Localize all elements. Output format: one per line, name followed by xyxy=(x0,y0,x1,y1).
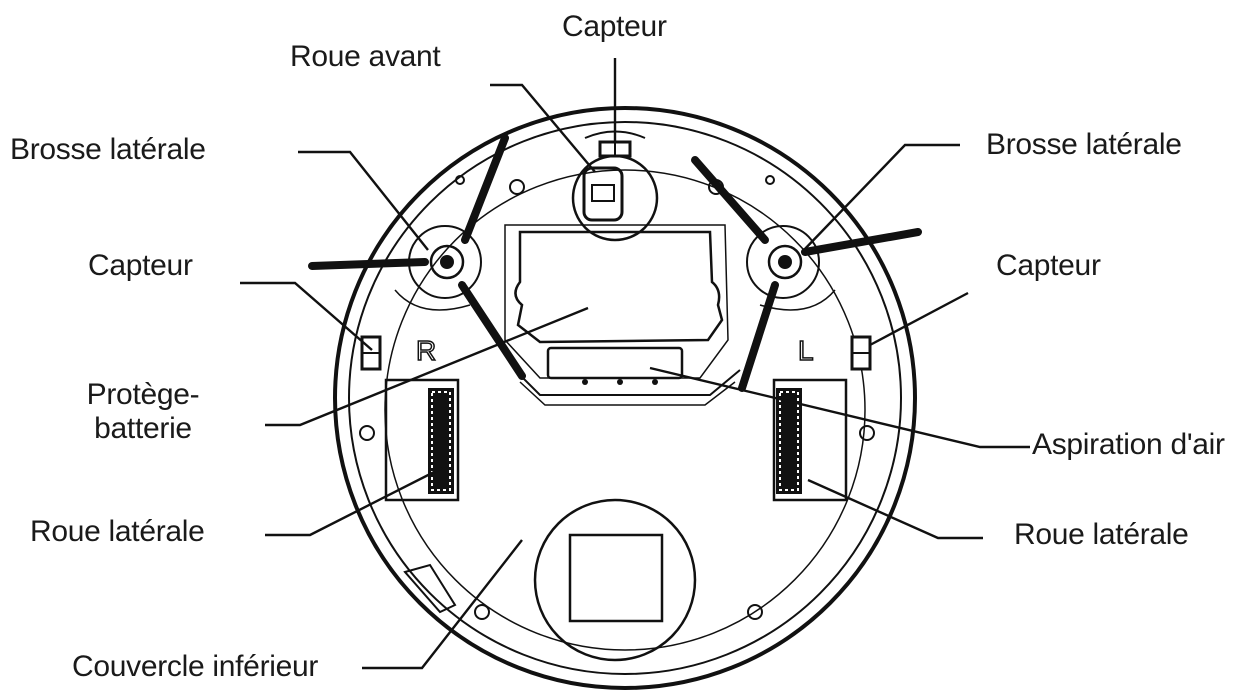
battery-compartment xyxy=(504,224,729,379)
marking-r: R xyxy=(416,335,436,366)
label-protege-batterie: Protège- batterie xyxy=(68,378,218,446)
label-brosse-laterale-right: Brosse latérale xyxy=(986,128,1182,161)
label-brosse-laterale-left: Brosse latérale xyxy=(10,133,206,166)
bottom-cover xyxy=(403,498,697,662)
right-wheel-R: R xyxy=(384,334,460,502)
right-side-brush xyxy=(691,156,922,392)
label-roue-avant: Roue avant xyxy=(290,40,441,73)
screws xyxy=(359,175,875,620)
marking-l: L xyxy=(798,335,814,366)
label-capteur-left: Capteur xyxy=(88,249,193,282)
leader-lines xyxy=(240,58,1030,670)
front-wheel xyxy=(571,154,659,242)
label-capteur-top: Capteur xyxy=(562,10,667,43)
label-aspiration-air: Aspiration d'air xyxy=(1032,428,1225,461)
air-intake xyxy=(514,346,741,406)
left-side-sensor xyxy=(360,335,382,371)
right-side-sensor xyxy=(850,335,872,371)
label-protege-line2: batterie xyxy=(94,412,192,445)
label-roue-laterale-right: Roue latérale xyxy=(1014,518,1189,551)
label-roue-laterale-left: Roue latérale xyxy=(30,515,205,548)
label-couvercle-inferieur: Couvercle inférieur xyxy=(72,650,319,683)
label-capteur-right: Capteur xyxy=(996,249,1101,282)
robot-body xyxy=(333,106,917,690)
left-wheel-L: L xyxy=(772,334,848,502)
left-side-brush xyxy=(308,134,526,380)
label-protege-line1: Protège- xyxy=(86,378,200,411)
